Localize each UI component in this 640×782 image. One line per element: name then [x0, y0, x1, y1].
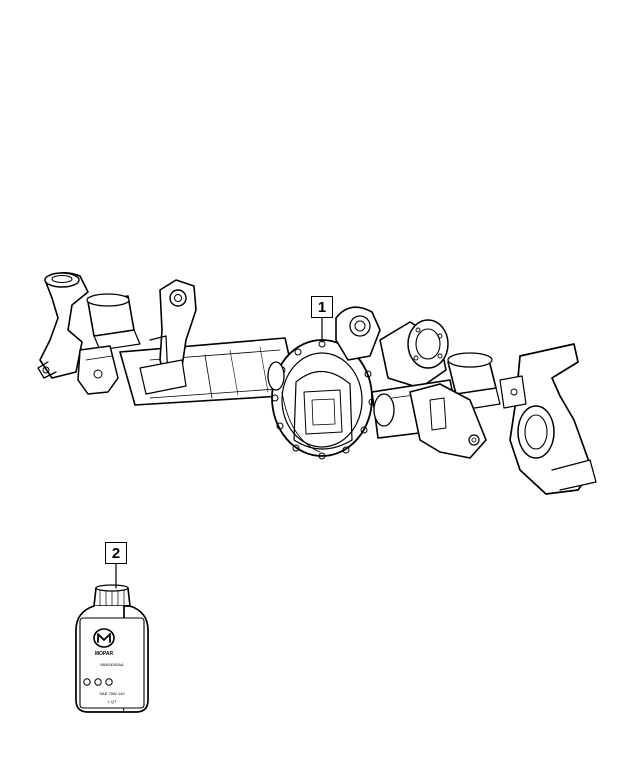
bottle-label-line-1: 68000000AA	[100, 662, 123, 667]
bottle-label-line-2: SAE 75W-140	[99, 691, 125, 696]
callout-2-box[interactable]: 2	[105, 542, 127, 564]
callout-1-box[interactable]: 1	[311, 296, 333, 318]
fluid-bottle-drawing	[75, 584, 149, 713]
axle-assembly-drawing	[37, 272, 597, 495]
callout-1-number: 1	[317, 298, 327, 316]
bottle-label-line-3: 1 QT	[108, 699, 117, 704]
callout-2-number: 2	[111, 544, 121, 562]
bottle-brand-text: MOPAR	[95, 651, 114, 657]
bottle-label: MOPAR 68000000AA SAE 75W-140 1 QT	[95, 651, 126, 704]
